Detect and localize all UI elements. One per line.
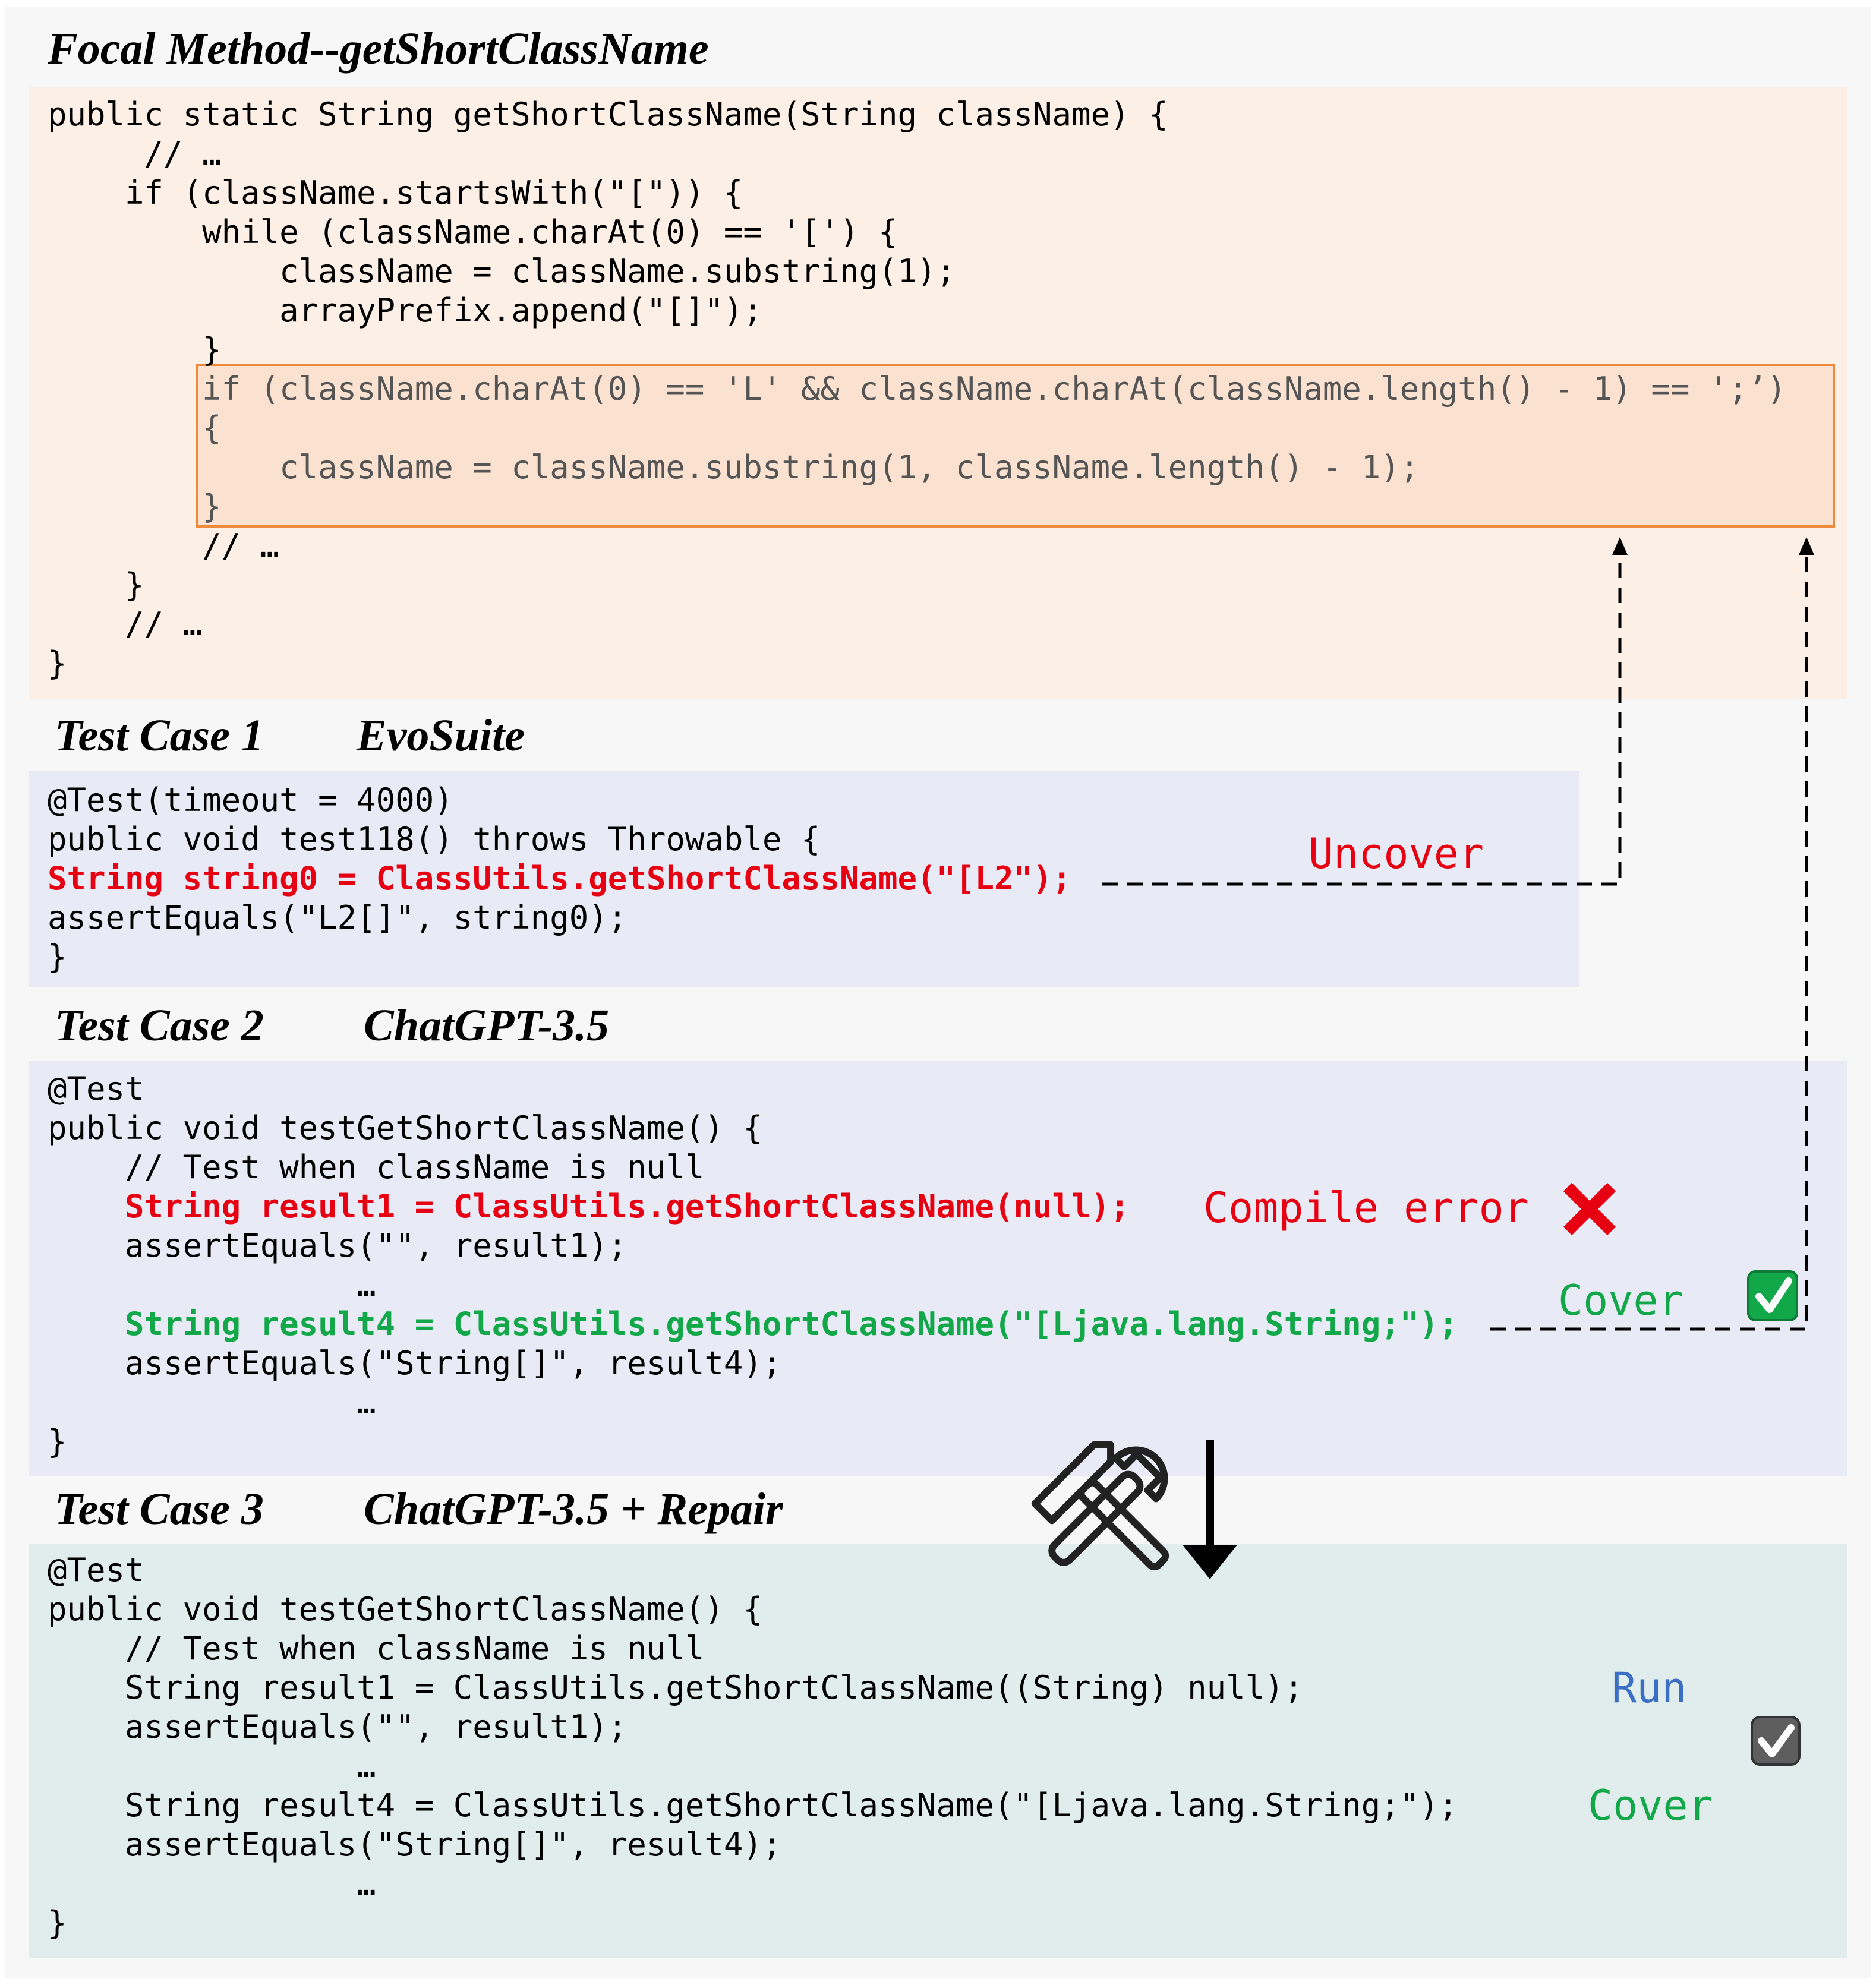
focal-method-title: Focal Method--getShortClassName — [48, 24, 709, 74]
test-case-1-tool: EvoSuite — [357, 711, 525, 760]
code-line: } — [48, 938, 67, 976]
code-line: … — [48, 1747, 376, 1785]
code-line: String result1 = ClassUtils.getShortClas… — [48, 1669, 1304, 1706]
code-line: public void testGetShortClassName() { — [48, 1109, 762, 1147]
code-line: @Test(timeout = 4000) — [48, 781, 453, 819]
code-line: assertEquals("String[]", result4); — [48, 1345, 782, 1382]
focal-method-code: public static String getShortClassName(S… — [48, 95, 1786, 683]
code-line: } — [48, 1904, 67, 1942]
code-line: assertEquals("L2[]", string0); — [48, 899, 628, 936]
test-case-3-tool: ChatGPT-3.5 + Repair — [364, 1484, 783, 1534]
code-line: if (className.startsWith("[")) { — [48, 174, 743, 212]
code-line: … — [48, 1865, 376, 1902]
code-line: // … — [48, 135, 222, 172]
code-line: // Test when className is null — [48, 1148, 705, 1186]
test-case-2-tool: ChatGPT-3.5 — [364, 1001, 610, 1050]
code-line: // … — [48, 605, 203, 643]
test-case-1-panel — [29, 771, 1579, 987]
compile-error-label: Compile error — [1203, 1184, 1529, 1232]
code-line: } — [48, 566, 144, 604]
test-case-1-title: Test Case 1 — [55, 711, 264, 760]
uncovered-branch-highlight — [196, 364, 1835, 528]
code-line: @Test — [48, 1070, 144, 1107]
code-line: assertEquals("", result1); — [48, 1708, 628, 1746]
code-line: // Test when className is null — [48, 1630, 705, 1667]
code-line: assertEquals("String[]", result4); — [48, 1826, 782, 1863]
test-case-3-title: Test Case 3 — [55, 1484, 264, 1534]
code-line: String string0 = ClassUtils.getShortClas… — [48, 860, 1072, 897]
code-line: } — [48, 331, 222, 368]
test-case-2-panel — [29, 1061, 1847, 1476]
code-line: String result1 = ClassUtils.getShortClas… — [48, 1188, 1130, 1225]
code-line: { — [48, 409, 222, 447]
code-line: @Test — [48, 1551, 144, 1589]
code-line: String result4 = ClassUtils.getShortClas… — [48, 1787, 1458, 1824]
code-line: assertEquals("", result1); — [48, 1227, 628, 1264]
code-line: arrayPrefix.append("[]"); — [48, 292, 762, 329]
code-line: public void testGetShortClassName() { — [48, 1590, 762, 1628]
uncover-label: Uncover — [1309, 829, 1484, 878]
test-case-2-title: Test Case 2 — [55, 1001, 264, 1050]
cover-label-case-2: Cover — [1558, 1276, 1683, 1325]
cross-icon — [1563, 1182, 1616, 1236]
down-arrow-icon — [1183, 1440, 1237, 1579]
code-line: } — [48, 488, 222, 525]
cover-label-case-3: Cover — [1588, 1781, 1713, 1830]
code-line: } — [48, 645, 67, 682]
cover-connector — [1490, 553, 1808, 1331]
code-line: // … — [48, 527, 280, 564]
code-line: public static String getShortClassName(S… — [48, 96, 1168, 133]
code-line: … — [48, 1384, 376, 1421]
uncover-arrowhead — [1612, 537, 1628, 555]
grey-checkbox-icon — [1751, 1716, 1801, 1766]
code-line: if (className.charAt(0) == 'L' && classN… — [48, 370, 1786, 408]
green-checkbox-icon — [1747, 1270, 1798, 1321]
code-line: while (className.charAt(0) == '[') { — [48, 213, 898, 251]
code-line: public void test118() throws Throwable { — [48, 820, 821, 858]
code-line: className = className.substring(1); — [48, 253, 956, 290]
code-line: … — [48, 1266, 376, 1304]
test-case-1-code: @Test(timeout = 4000)public void test118… — [48, 781, 1071, 977]
run-label: Run — [1612, 1664, 1687, 1712]
code-line: } — [48, 1423, 67, 1460]
cover-arrowhead — [1799, 537, 1814, 555]
uncover-connector — [1102, 553, 1622, 886]
repair-tools-icon — [1031, 1441, 1169, 1571]
test-case-3-panel — [29, 1544, 1847, 1958]
code-line: String result4 = ClassUtils.getShortClas… — [48, 1305, 1458, 1343]
code-line: className = className.substring(1, class… — [48, 449, 1420, 486]
